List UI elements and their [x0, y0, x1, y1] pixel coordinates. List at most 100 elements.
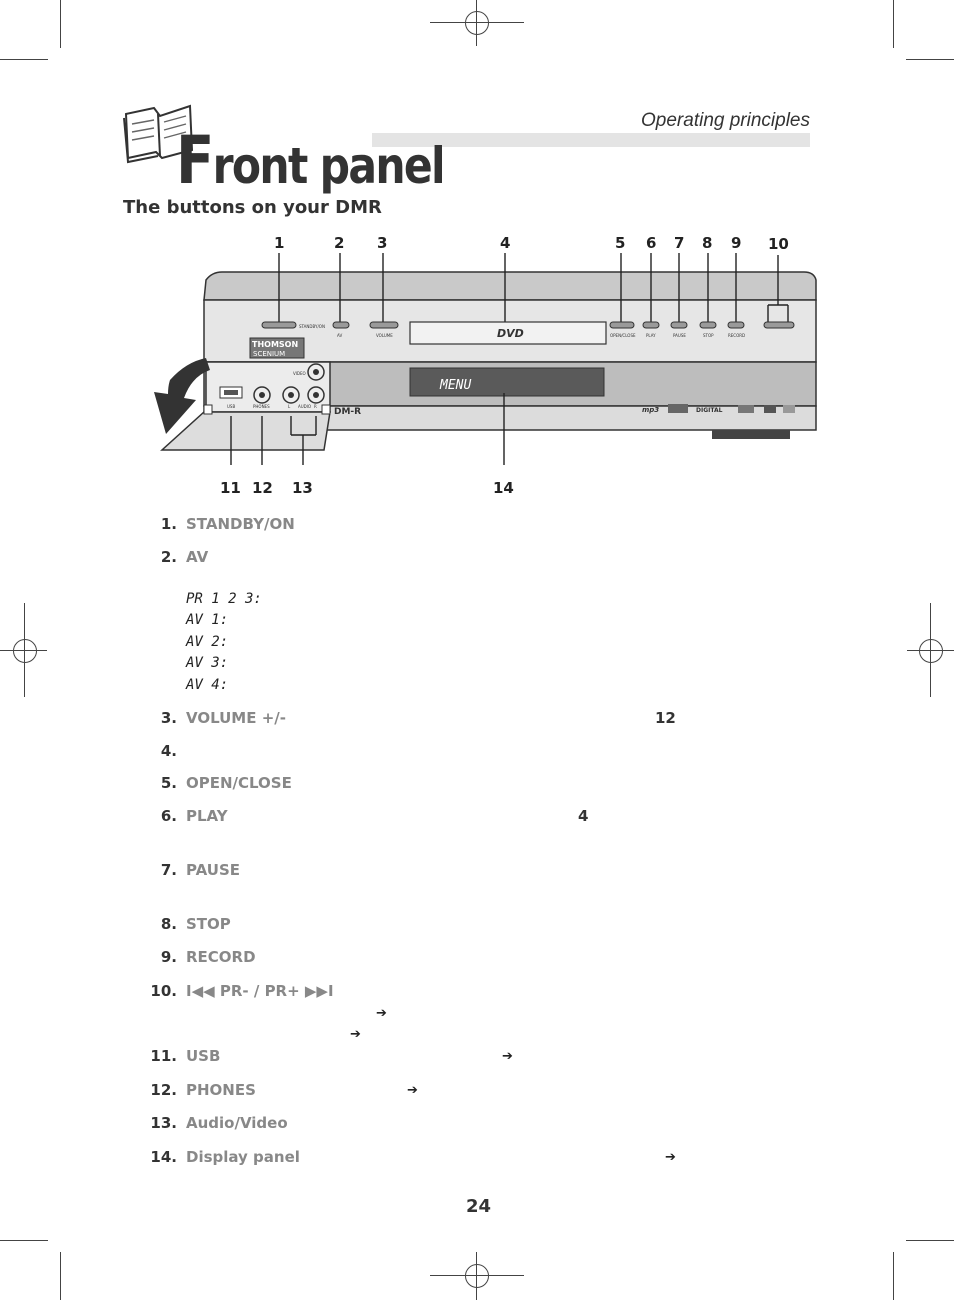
callout-6: 6	[646, 234, 657, 252]
right-arrow-icon: ➔	[407, 1083, 418, 1098]
item-number: 10.	[150, 982, 177, 1000]
registration-mark	[465, 1264, 489, 1288]
item-label-record: RECORD	[186, 948, 256, 966]
right-arrow-icon: ➔	[502, 1049, 513, 1064]
right-arrow-icon: ➔	[665, 1150, 676, 1165]
label-video: VIDEO	[293, 371, 306, 376]
item-reference: 4	[578, 807, 589, 825]
item-number: 6.	[160, 807, 177, 825]
model-badge: DM-R	[334, 407, 361, 417]
av-mode-av1: AV 1:	[186, 612, 229, 628]
mp3-logo: mp3	[642, 406, 659, 414]
item-number: 8.	[160, 915, 177, 933]
av-mode-av4: AV 4:	[186, 677, 229, 693]
item-number: 2.	[160, 548, 177, 566]
item-label-phones: PHONES	[186, 1081, 256, 1099]
item-label-stop: STOP	[186, 915, 231, 933]
callout-1: 1	[274, 234, 285, 252]
av-mode-av3: AV 3:	[186, 655, 229, 671]
dmr-front-panel-diagram: STANDBY/ON AV VOLUME OPEN/CLOSE PLAY PAU…	[154, 253, 817, 465]
item-number: 1.	[160, 515, 177, 533]
item-number: 14.	[150, 1148, 177, 1166]
crop-mark	[476, 1252, 477, 1300]
crop-mark	[893, 1252, 894, 1300]
callout-12: 12	[252, 479, 273, 497]
page-title-initial: F	[176, 122, 214, 199]
label-l: L	[288, 404, 291, 409]
crop-mark	[24, 603, 25, 697]
label-r: R	[314, 404, 317, 409]
callout-3: 3	[377, 234, 388, 252]
label-phones: PHONES	[253, 404, 270, 409]
title-underline-bar	[372, 133, 810, 147]
callout-2: 2	[334, 234, 345, 252]
item-number: 11.	[150, 1047, 177, 1065]
item-label-pr: I◀◀ PR- / PR+ ▶▶I	[186, 982, 334, 1000]
callout-9: 9	[731, 234, 742, 252]
item-number: 13.	[150, 1114, 177, 1132]
item-label-open-close: OPEN/CLOSE	[186, 774, 292, 792]
crop-mark	[60, 0, 61, 48]
crop-mark	[930, 603, 931, 697]
page-number: 24	[466, 1196, 492, 1217]
page-title-rest: ront panel	[212, 137, 446, 195]
callout-7: 7	[674, 234, 685, 252]
callout-5: 5	[615, 234, 626, 252]
item-label-display-panel: Display panel	[186, 1148, 300, 1166]
crop-mark	[60, 1252, 61, 1300]
callout-13: 13	[292, 479, 313, 497]
item-number: 4.	[160, 742, 177, 760]
item-label-pause: PAUSE	[186, 861, 240, 879]
item-label-audio-video: Audio/Video	[186, 1114, 288, 1132]
item-label-play: PLAY	[186, 807, 228, 825]
label-audio: AUDIO	[298, 404, 311, 409]
callout-10: 10	[768, 235, 789, 253]
registration-mark	[465, 11, 489, 35]
crop-mark	[430, 22, 524, 23]
item-number: 12.	[150, 1081, 177, 1099]
crop-mark	[906, 1240, 954, 1241]
av-mode-pr: PR 1 2 3:	[186, 591, 262, 607]
label-standby: STANDBY/ON	[299, 324, 325, 329]
section-title: Operating principles	[641, 110, 810, 131]
callout-11: 11	[220, 479, 241, 497]
crop-mark	[476, 0, 477, 46]
brand-logo: THOMSON	[252, 340, 298, 349]
label-av: AV	[337, 333, 342, 338]
label-stop: STOP	[703, 333, 714, 338]
crop-mark	[0, 1240, 48, 1241]
item-number: 5.	[160, 774, 177, 792]
brand-sub-logo: SCENIUM	[253, 350, 285, 358]
right-arrow-icon: ➔	[350, 1027, 361, 1042]
label-volume: VOLUME	[376, 333, 393, 338]
item-number: 9.	[160, 948, 177, 966]
item-label-standby: STANDBY/ON	[186, 515, 295, 533]
crop-mark	[0, 650, 47, 651]
av-mode-av2: AV 2:	[186, 634, 229, 650]
item-label-usb: USB	[186, 1047, 221, 1065]
page-title: Front panel	[176, 122, 446, 199]
callout-14: 14	[493, 479, 514, 497]
registration-mark	[13, 639, 37, 663]
flap-open-arrow-icon	[154, 358, 210, 434]
right-arrow-icon: ➔	[376, 1006, 387, 1021]
open-book-icon	[123, 104, 194, 164]
registration-mark	[919, 639, 943, 663]
crop-mark	[906, 59, 954, 60]
callout-4: 4	[500, 234, 511, 252]
crop-mark	[0, 59, 48, 60]
dvd-logo-icon: DVD	[497, 327, 524, 340]
page-subtitle: The buttons on your DMR	[123, 197, 382, 218]
item-reference: 12	[655, 709, 676, 727]
crop-mark	[430, 1275, 524, 1276]
item-label-av: AV	[186, 548, 209, 566]
item-label-volume: VOLUME +/-	[186, 709, 286, 727]
digital-logo: DIGITAL	[696, 407, 723, 414]
label-pause: PAUSE	[673, 333, 686, 338]
label-usb: USB	[227, 404, 235, 409]
display-text: MENU	[439, 378, 471, 393]
label-open-close: OPEN/CLOSE	[610, 333, 636, 338]
item-number: 7.	[160, 861, 177, 879]
label-play: PLAY	[646, 333, 656, 338]
label-record: RECORD	[728, 333, 745, 338]
